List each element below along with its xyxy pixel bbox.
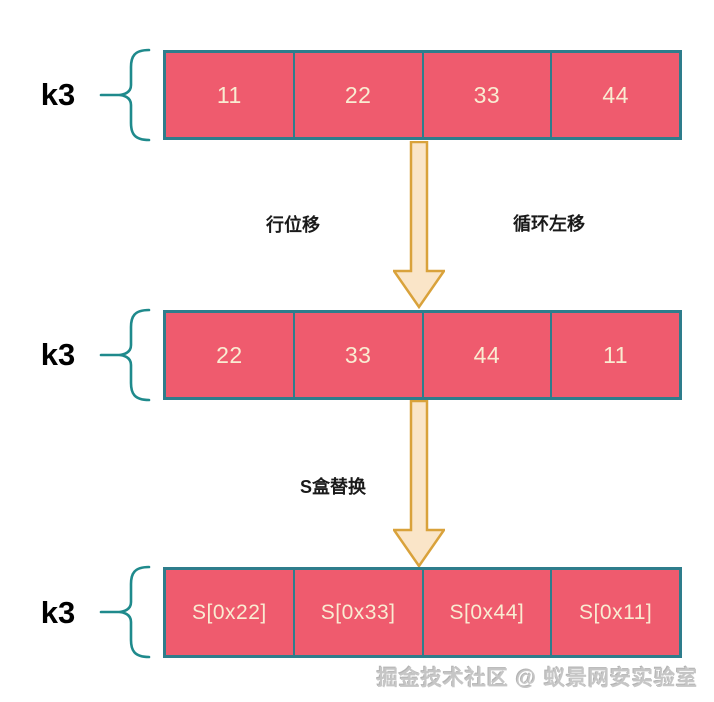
matrix-cell: 22 xyxy=(292,53,422,137)
matrix-cell: 11 xyxy=(550,313,679,397)
down-arrow-icon xyxy=(391,140,447,310)
step-label-sbox-substitution: S盒替换 xyxy=(300,477,367,497)
curly-brace-icon xyxy=(93,47,153,143)
step-label-row-shift: 行位移 xyxy=(266,215,320,235)
step-label-cyclic-left-shift: 循环左移 xyxy=(513,214,585,234)
curly-brace-icon xyxy=(93,564,153,660)
matrix-cell: S[0x22] xyxy=(166,570,293,655)
watermark-text: 掘金技术社区 @ 蚁景网安实验室 xyxy=(376,667,698,690)
matrix-cell: S[0x11] xyxy=(550,570,679,655)
matrix-cell: 11 xyxy=(166,53,293,137)
state-row-shifted: 22 33 44 11 xyxy=(163,310,682,400)
row2-key-label: k3 xyxy=(40,337,76,372)
matrix-cell: 22 xyxy=(166,313,293,397)
matrix-cell: 44 xyxy=(550,53,679,137)
curly-brace-icon xyxy=(93,307,153,403)
matrix-cell: 44 xyxy=(421,313,551,397)
matrix-cell: S[0x33] xyxy=(292,570,422,655)
row1-key-label: k3 xyxy=(40,77,76,112)
state-row-substituted: S[0x22] S[0x33] S[0x44] S[0x11] xyxy=(163,567,682,658)
matrix-cell: 33 xyxy=(292,313,422,397)
down-arrow-icon xyxy=(391,399,447,569)
row3-key-label: k3 xyxy=(40,594,76,630)
matrix-cell: S[0x44] xyxy=(421,570,551,655)
matrix-cell: 33 xyxy=(421,53,551,137)
state-row-initial: 11 22 33 44 xyxy=(163,50,682,140)
